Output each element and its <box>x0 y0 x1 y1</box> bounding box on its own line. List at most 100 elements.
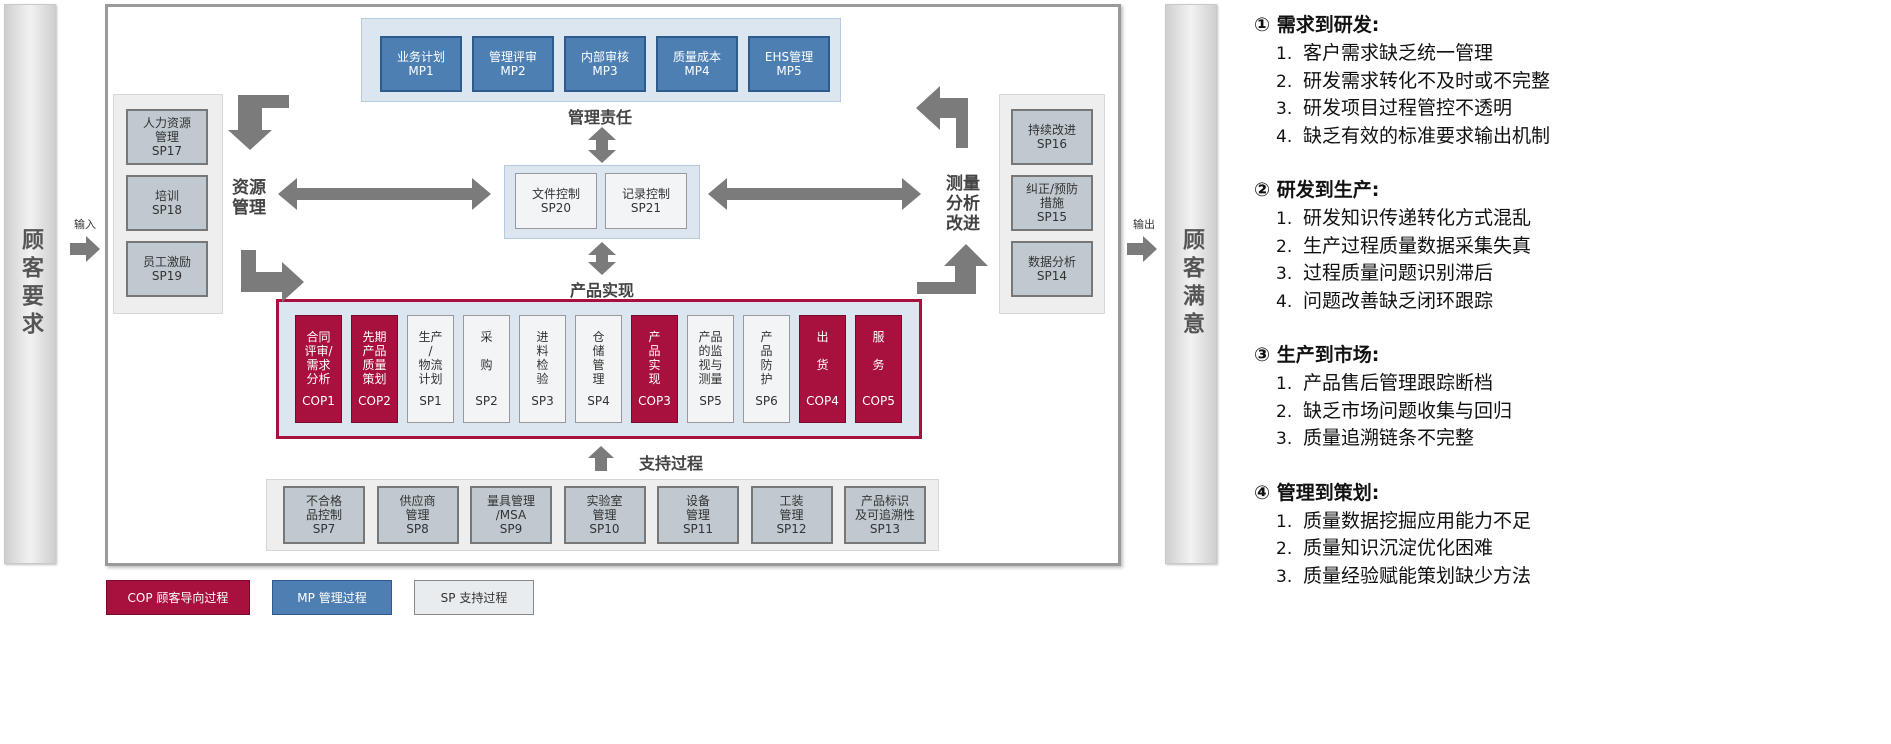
process-code: COP2 <box>358 394 391 408</box>
issue-item-number: 3. <box>1276 99 1293 119</box>
doc-box-sp21: 记录控制 SP21 <box>605 173 687 229</box>
arrow-doc-measure-icon <box>708 178 921 210</box>
process-code: SP3 <box>531 394 554 408</box>
issue-item: 1. 质量数据挖掘应用能力不足 <box>1276 505 1531 539</box>
issue-item-number: 1. <box>1276 209 1293 229</box>
arrow-doc-product-icon <box>588 242 616 275</box>
issue-item-text: 缺乏市场问题收集与回归 <box>1303 399 1513 422</box>
issue-group-title: ① 需求到研发: <box>1254 14 1380 36</box>
output-arrow-icon <box>1127 236 1157 262</box>
issue-item-text: 研发需求转化不及时或不完整 <box>1303 69 1551 92</box>
issue-item-text: 研发知识传递转化方式混乱 <box>1303 207 1532 229</box>
legend-item-cop: COP 顾客导向过程 <box>106 580 250 615</box>
process-name: 采 购 <box>480 330 493 372</box>
issue-item-number: 2. <box>1276 71 1293 92</box>
issue-item-number: 1. <box>1276 511 1293 532</box>
issue-item-text: 问题改善缺乏闭环跟踪 <box>1303 289 1494 312</box>
issue-item-text: 研发项目过程管控不透明 <box>1303 97 1513 119</box>
issue-item-text: 质量经验赋能策划缺少方法 <box>1303 564 1532 587</box>
process-code: SP1 <box>419 394 442 408</box>
legend-item-mp: MP 管理过程 <box>272 580 392 615</box>
input-label: 输入 <box>74 218 96 231</box>
doc-box-sp20: 文件控制 SP20 <box>515 173 597 229</box>
issue-item: 3. 过程质量问题识别滞后 <box>1276 257 1493 291</box>
resource-box-sp17: 人力资源 管理 SP17 <box>126 109 208 165</box>
arrow-resource-doc-icon <box>278 178 491 210</box>
process-box-cop1: 合同 评审/ 需求 分析 COP1 <box>295 315 342 423</box>
issue-item-text: 质量数据挖掘应用能力不足 <box>1303 509 1532 532</box>
issue-item: 3. 质量经验赋能策划缺少方法 <box>1276 560 1531 594</box>
support-process-label: 支持过程 <box>638 454 703 473</box>
issue-item-number: 3. <box>1276 566 1293 587</box>
issue-item: 3. 研发项目过程管控不透明 <box>1276 92 1512 126</box>
issue-group-title: ② 研发到生产: <box>1254 179 1380 201</box>
measurement-analysis-label: 测量 分析 改进 <box>946 174 980 234</box>
process-name: 进 料 检 验 <box>536 330 549 386</box>
process-box-sp4: 仓 储 管 理 SP4 <box>575 315 622 423</box>
issue-group-title: ③ 生产到市场: <box>1254 344 1380 366</box>
arrow-measure-left-icon <box>916 86 968 148</box>
arrow-measure-up-icon <box>917 244 988 294</box>
mp-box-mp3: 内部审核 MP3 <box>564 36 646 92</box>
mp-box-mp1: 业务计划 MP1 <box>380 36 462 92</box>
issue-item-number: 1. <box>1276 44 1293 64</box>
process-code: COP5 <box>862 394 895 408</box>
input-arrow-icon <box>70 236 100 262</box>
flow-arrows <box>228 86 988 471</box>
issue-item-text: 生产过程质量数据采集失真 <box>1303 234 1532 257</box>
support-box-sp9: 量具管理 /MSA SP9 <box>470 486 552 544</box>
issue-item-number: 4. <box>1276 126 1293 147</box>
process-code: COP4 <box>806 394 839 408</box>
process-code: SP4 <box>587 394 610 408</box>
output-label: 输出 <box>1133 218 1155 231</box>
measure-box-sp14: 数据分析 SP14 <box>1011 241 1093 297</box>
customer-requirements-text: 顾客要求 <box>18 228 43 340</box>
process-box-cop5: 服 务 COP5 <box>855 315 902 423</box>
mp-box-mp4: 质量成本 MP4 <box>656 36 738 92</box>
process-name: 服 务 <box>872 330 885 372</box>
arrow-mgmt-doc-icon <box>588 127 616 163</box>
customer-satisfaction-bar: 顾客满意 <box>1165 4 1217 564</box>
support-box-sp12: 工装 管理 SP12 <box>750 486 833 544</box>
process-box-cop4: 出 货 COP4 <box>799 315 846 423</box>
measure-box-sp15: 纠正/预防 措施 SP15 <box>1011 175 1093 231</box>
resource-management-label: 资源 管理 <box>232 178 266 218</box>
process-code: SP6 <box>755 394 778 408</box>
issue-item: 2.缺乏市场问题收集与回归 <box>1276 395 1512 429</box>
issue-item-number: 3. <box>1276 429 1293 449</box>
support-box-sp13: 产品标识 及可追溯性 SP13 <box>844 486 926 544</box>
issue-item-number: 1. <box>1276 374 1293 394</box>
process-name: 产 品 实 现 <box>648 330 661 386</box>
issue-item-text: 客户需求缺乏统一管理 <box>1303 42 1494 64</box>
issue-item: 2.质量知识沉淀优化困难 <box>1276 532 1493 566</box>
process-name: 仓 储 管 理 <box>592 330 605 386</box>
support-box-sp7: 不合格 品控制 SP7 <box>283 486 365 544</box>
measure-box-sp16: 持续改进 SP16 <box>1011 109 1093 165</box>
issue-item-text: 过程质量问题识别滞后 <box>1303 262 1494 284</box>
arrow-resource-right-icon <box>241 250 304 302</box>
process-code: COP1 <box>302 394 335 408</box>
issue-item: 1. 客户需求缺乏统一管理 <box>1276 37 1493 71</box>
issue-item: 4. 问题改善缺乏闭环跟踪 <box>1276 285 1493 319</box>
issue-item-text: 缺乏有效的标准要求输出机制 <box>1303 124 1551 147</box>
issue-item-number: 3. <box>1276 264 1293 284</box>
issue-item: 4. 缺乏有效的标准要求输出机制 <box>1276 120 1550 154</box>
product-realization-label: 产品实现 <box>569 281 634 300</box>
issue-item-number: 4. <box>1276 291 1293 312</box>
issue-group-title: ④ 管理到策划: <box>1254 481 1380 504</box>
customer-requirements-bar: 顾客要求 <box>4 4 56 564</box>
arrow-resource-down-icon <box>228 95 289 150</box>
issue-item: 2. 研发需求转化不及时或不完整 <box>1276 65 1550 99</box>
process-name: 出 货 <box>816 330 829 372</box>
issue-item: 1. 产品售后管理跟踪断档 <box>1276 367 1493 401</box>
support-box-sp8: 供应商 管理 SP8 <box>376 486 459 544</box>
issue-item-text: 产品售后管理跟踪断档 <box>1303 372 1494 394</box>
process-code: COP3 <box>638 394 671 408</box>
customer-satisfaction-text: 顾客满意 <box>1179 228 1204 340</box>
process-name: 合同 评审/ 需求 分析 <box>304 330 333 386</box>
